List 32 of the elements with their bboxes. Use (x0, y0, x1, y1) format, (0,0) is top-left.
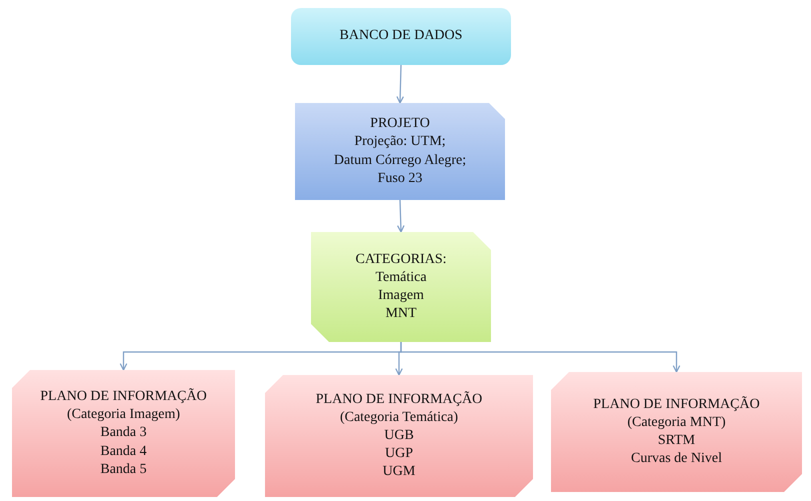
box-text: BANCO DE DADOS (340, 27, 462, 46)
box-text: Banda 4 (100, 442, 147, 461)
box-text: CATEGORIAS: (355, 250, 446, 269)
box-text: PLANO DE INFORMAÇÃO (40, 388, 207, 406)
box-text: UGB (384, 426, 414, 445)
box-text: Imagem (378, 287, 424, 305)
arrow (397, 200, 405, 233)
arrow (396, 64, 404, 104)
box-text: UGP (384, 445, 413, 464)
box-text: Banda 5 (100, 460, 147, 479)
process-box (265, 375, 533, 497)
process-box (12, 370, 235, 497)
box-text: Temática (375, 268, 427, 287)
box-text: Fuso 23 (378, 170, 422, 188)
box-text: Curvas de Nivel (631, 450, 722, 468)
box-text: UGM (382, 463, 416, 482)
process-box (551, 372, 802, 492)
box-text: (Categoria Imagem) (66, 406, 180, 424)
box-text: Datum Córrego Alegre; (334, 152, 466, 170)
box-text: SRTM (658, 432, 696, 450)
process-box (291, 8, 511, 65)
box-text: Banda 3 (100, 424, 147, 442)
box-text: (Categoria Temática) (340, 408, 458, 427)
box-text: Projeção: UTM; (354, 133, 446, 152)
arrow (400, 342, 680, 373)
box-text: (Categoria MNT) (627, 414, 726, 432)
box-text: MNT (385, 305, 417, 324)
process-box (311, 232, 491, 342)
box-text: PLANO DE INFORMAÇÃO (593, 396, 760, 414)
box-text: PLANO DE INFORMAÇÃO (316, 390, 482, 409)
box-text: PROJETO (370, 115, 430, 134)
process-box (295, 103, 505, 200)
